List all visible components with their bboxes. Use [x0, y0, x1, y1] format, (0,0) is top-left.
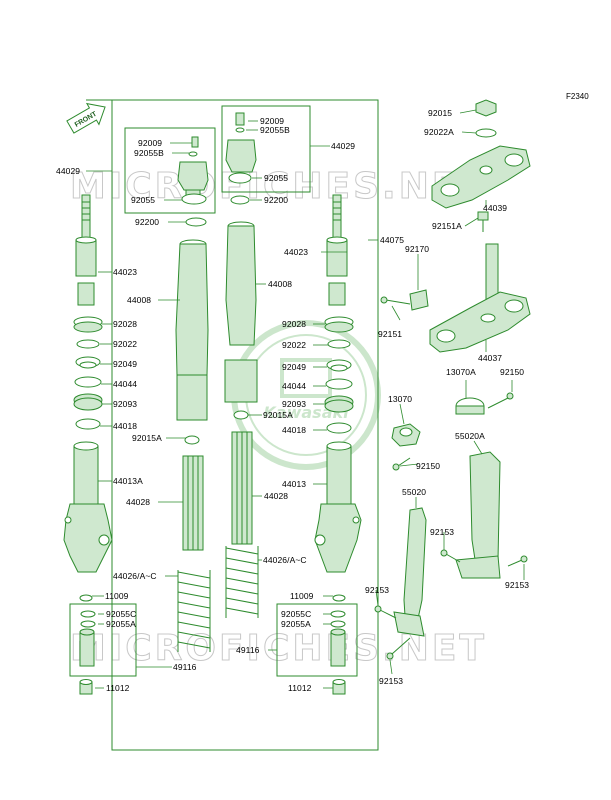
label-92022-left: 92022 — [113, 339, 138, 349]
left-fork-cap — [177, 136, 209, 227]
label-92153-a: 92153 — [430, 527, 455, 537]
label-92055c-right: 92055C — [281, 609, 312, 619]
label-44044-left: 44044 — [113, 379, 138, 389]
label-92028-left: 92028 — [113, 319, 138, 329]
label-92009-right: 92009 — [260, 116, 285, 126]
label-92015a-right: 92015A — [263, 410, 293, 420]
steering-stem — [380, 243, 531, 353]
damper-box-right — [276, 603, 358, 677]
label-44075: 44075 — [380, 235, 405, 245]
label-92093-left: 92093 — [113, 399, 138, 409]
label-92055b-right: 92055B — [260, 125, 290, 135]
label-92055a-left: 92055A — [106, 619, 136, 629]
clamps — [391, 392, 514, 471]
right-fork — [314, 194, 362, 695]
label-92153-b: 92153 — [505, 580, 530, 590]
label-44029-right: 44029 — [331, 141, 356, 151]
label-92055a-right: 92055A — [281, 619, 311, 629]
label-92049-right: 92049 — [282, 362, 307, 372]
label-44029-left: 44029 — [56, 166, 81, 176]
label-49116-right: 49116 — [236, 645, 260, 655]
label-44013: 44013 — [282, 479, 307, 489]
label-44028-right: 44028 — [264, 491, 289, 501]
label-92015a-left: 92015A — [132, 433, 162, 443]
label-92028-right: 92028 — [282, 319, 307, 329]
label-92200-left: 92200 — [135, 217, 160, 227]
damper-box-left — [69, 603, 137, 677]
front-arrow-icon: FRONT — [66, 102, 106, 134]
top-bracket — [431, 99, 531, 232]
label-92055b-left: 92055B — [134, 148, 164, 158]
label-44023-left: 44023 — [113, 267, 138, 277]
label-92049-left: 92049 — [113, 359, 138, 369]
label-92200-right: 92200 — [264, 195, 289, 205]
label-92022-right: 92022 — [282, 340, 307, 350]
label-92170: 92170 — [405, 244, 430, 254]
label-44008-left: 44008 — [127, 295, 152, 305]
label-92055c-left: 92055C — [106, 609, 137, 619]
label-44037: 44037 — [478, 353, 503, 363]
label-13070a: 13070A — [446, 367, 476, 377]
label-44039: 44039 — [483, 203, 508, 213]
label-44013a: 44013A — [113, 476, 143, 486]
label-44018-left: 44018 — [113, 421, 138, 431]
label-11009-right: 11009 — [290, 591, 314, 601]
label-92009-left: 92009 — [138, 138, 163, 148]
cap-box-right — [221, 105, 311, 193]
label-49116-left: 49116 — [173, 662, 197, 672]
leader-lines — [86, 109, 525, 689]
label-44018-right: 44018 — [282, 425, 307, 435]
label-92015: 92015 — [428, 108, 453, 118]
right-fork-cap — [225, 112, 257, 205]
label-92093-right: 92093 — [282, 399, 307, 409]
label-55020: 55020 — [402, 487, 427, 497]
label-11012-right: 11012 — [288, 683, 312, 693]
right-inner-tube — [224, 221, 259, 618]
label-92055-right: 92055 — [264, 173, 289, 183]
label-92150-top: 92150 — [500, 367, 525, 377]
watermark-top: MICROFICHES.NET — [70, 166, 487, 207]
figure-code: F2340 — [566, 92, 589, 101]
label-13070: 13070 — [388, 394, 413, 404]
main-frame — [86, 99, 379, 751]
label-44026-right: 44026/A~C — [263, 555, 307, 565]
label-44026-left: 44026/A~C — [113, 571, 157, 581]
label-92022a: 92022A — [424, 127, 454, 137]
label-92150-mid: 92150 — [416, 461, 441, 471]
label-44008-right: 44008 — [268, 279, 293, 289]
label-92153-d: 92153 — [379, 676, 404, 686]
fork-guards — [374, 451, 528, 660]
cap-box-left — [124, 127, 216, 214]
label-92153-c: 92153 — [365, 585, 390, 595]
label-44044-right: 44044 — [282, 381, 307, 391]
watermark-bottom: MICROFICHES.NET — [70, 628, 487, 669]
label-92055-left: 92055 — [131, 195, 156, 205]
label-11012-left: 11012 — [106, 683, 130, 693]
label-92151a: 92151A — [432, 221, 462, 231]
label-44023-right: 44023 — [284, 247, 309, 257]
left-inner-tube — [175, 239, 211, 652]
label-11009-left: 11009 — [105, 591, 129, 601]
left-fork — [63, 194, 113, 695]
label-44028-left: 44028 — [126, 497, 151, 507]
label-55020a: 55020A — [455, 431, 485, 441]
label-92151: 92151 — [378, 329, 403, 339]
